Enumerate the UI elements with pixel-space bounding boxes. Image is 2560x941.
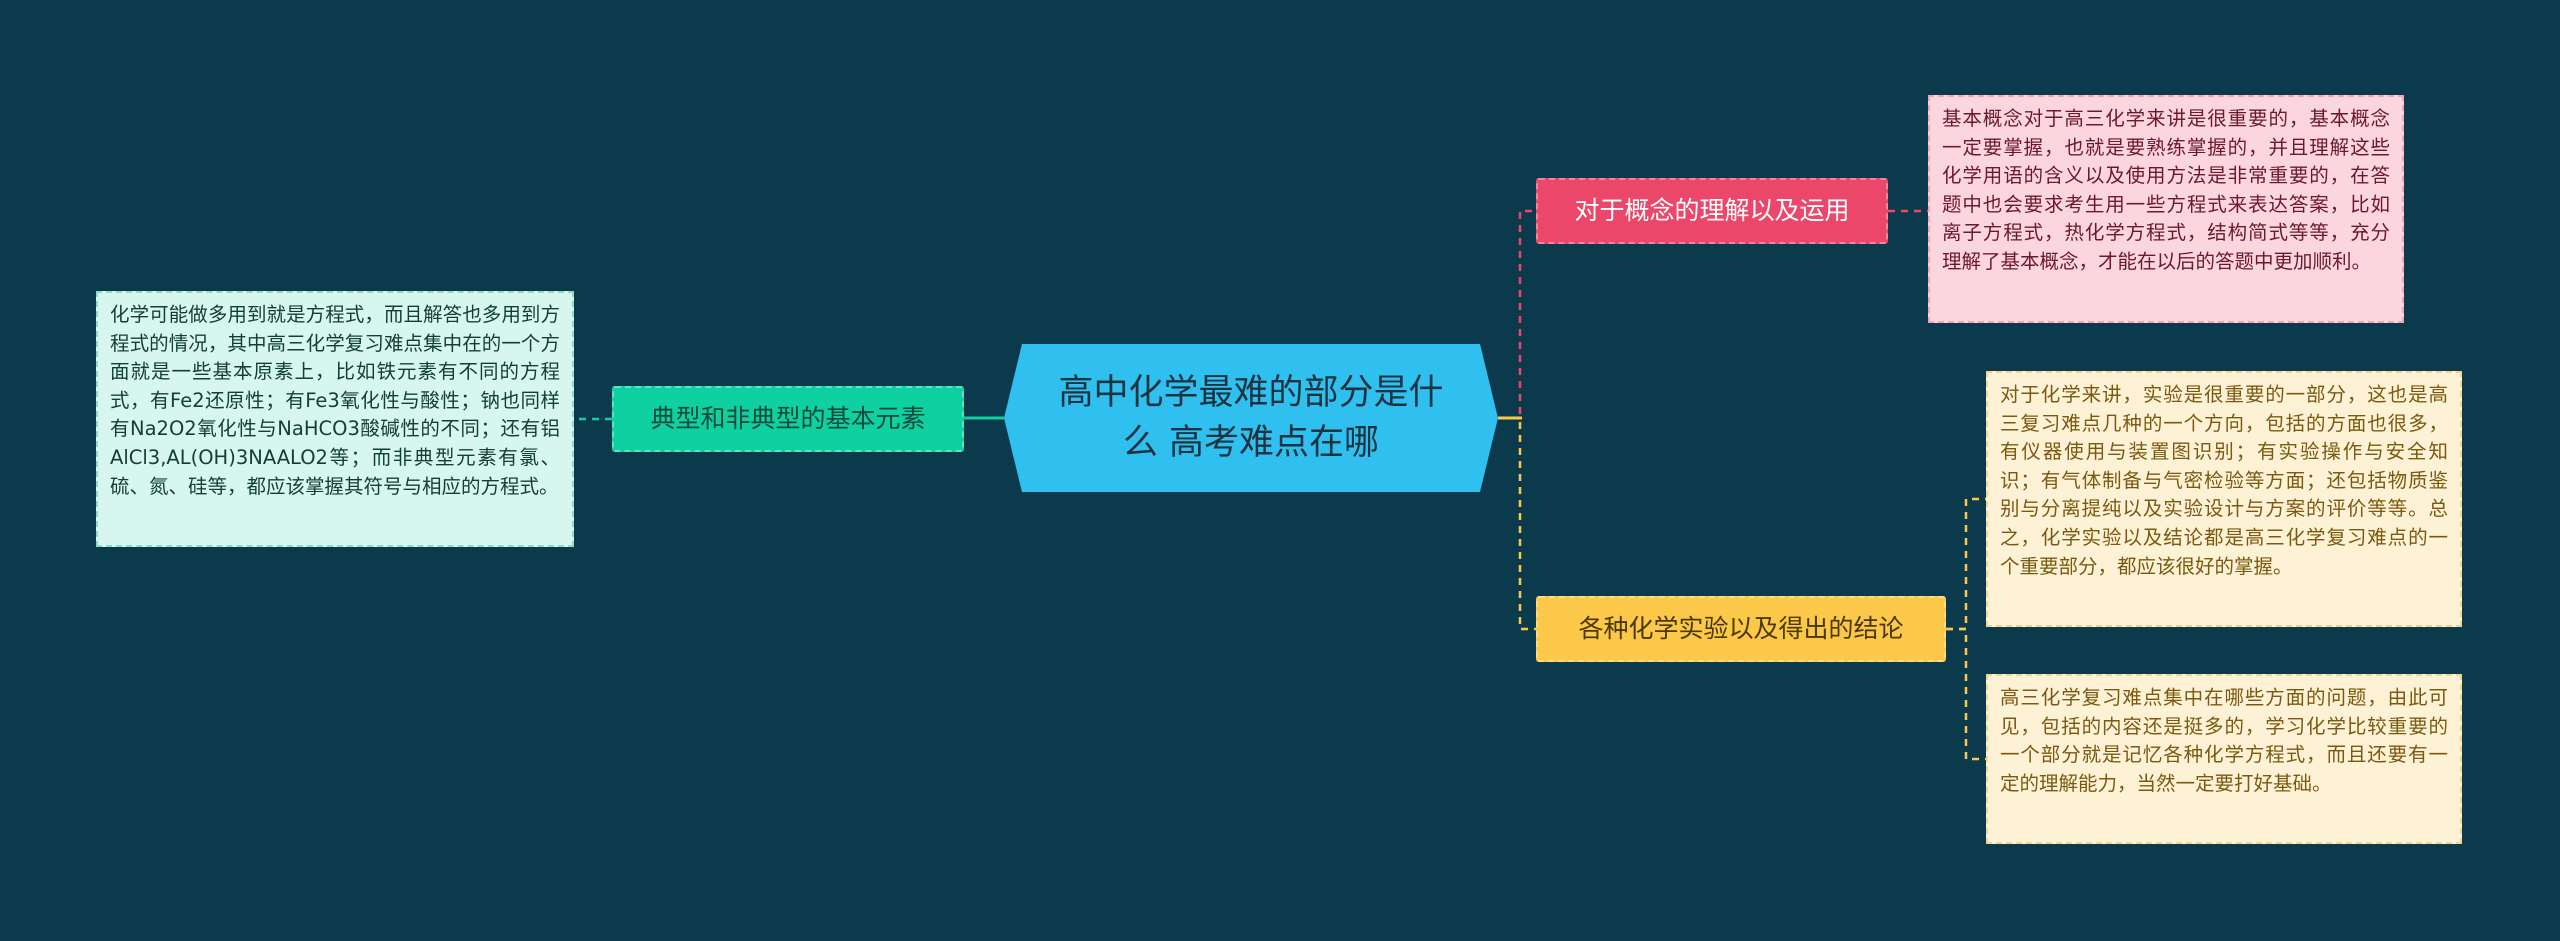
leaf-concept-text: 基本概念对于高三化学来讲是很重要的，基本概念一定要掌握，也就是要熟练掌握的，并且… (1942, 107, 2390, 273)
connector-lab-leaf-1 (1946, 497, 1986, 631)
branch-concept-understanding[interactable]: 对于概念的理解以及运用 (1536, 178, 1888, 244)
leaf-experiments-note[interactable]: 对于化学来讲，实验是很重要的一部分，这也是高三复习难点几种的一个方向，包括的方面… (1986, 371, 2462, 627)
connector-center-concept (1498, 209, 1536, 420)
branch-basic-elements[interactable]: 典型和非典型的基本元素 (612, 386, 964, 452)
central-topic[interactable]: 高中化学最难的部分是什么 高考难点在哪 (1004, 344, 1498, 492)
branch-concept-label: 对于概念的理解以及运用 (1574, 196, 1850, 225)
branch-chemistry-experiments[interactable]: 各种化学实验以及得出的结论 (1536, 596, 1946, 662)
branch-experiments-label: 各种化学实验以及得出的结论 (1578, 614, 1904, 643)
leaf-concept-note[interactable]: 基本概念对于高三化学来讲是很重要的，基本概念一定要掌握，也就是要熟练掌握的，并且… (1928, 95, 2404, 323)
leaf-experiments-text: 对于化学来讲，实验是很重要的一部分，这也是高三复习难点几种的一个方向，包括的方面… (2000, 383, 2448, 578)
branch-elements-label: 典型和非典型的基本元素 (650, 404, 926, 433)
central-topic-text: 高中化学最难的部分是什么 高考难点在哪 (1058, 373, 1444, 463)
leaf-elements-note[interactable]: 化学可能做多用到就是方程式，而且解答也多用到方程式的情况，其中高三化学复习难点集… (96, 291, 574, 547)
connector-center-lab (1498, 416, 1536, 631)
leaf-summary-text: 高三化学复习难点集中在哪些方面的问题，由此可见，包括的内容还是挺多的，学习化学比… (2000, 686, 2448, 795)
connector-lab-leaf-2 (1946, 627, 1986, 761)
leaf-elements-text: 化学可能做多用到就是方程式，而且解答也多用到方程式的情况，其中高三化学复习难点集… (110, 303, 560, 498)
central-topic-shape (1004, 344, 1498, 492)
leaf-summary-note[interactable]: 高三化学复习难点集中在哪些方面的问题，由此可见，包括的内容还是挺多的，学习化学比… (1986, 674, 2462, 844)
